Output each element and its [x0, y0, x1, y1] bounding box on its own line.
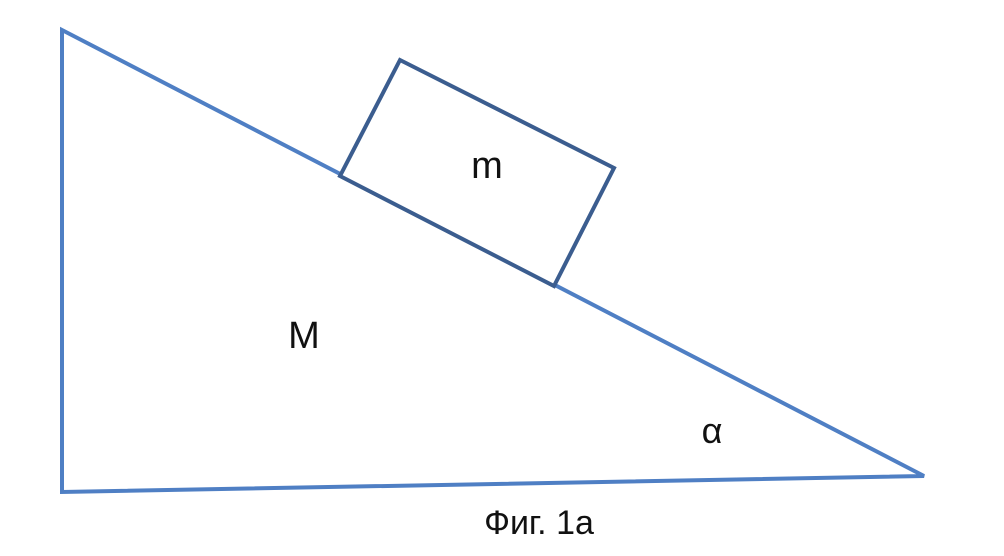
figure-caption: Фиг. 1а	[484, 504, 594, 542]
angle-label: α	[702, 410, 723, 451]
block-mass-label: m	[471, 145, 503, 187]
wedge-triangle	[60, 26, 925, 495]
block-rectangle	[337, 57, 617, 289]
wedge-mass-label: M	[288, 315, 320, 357]
